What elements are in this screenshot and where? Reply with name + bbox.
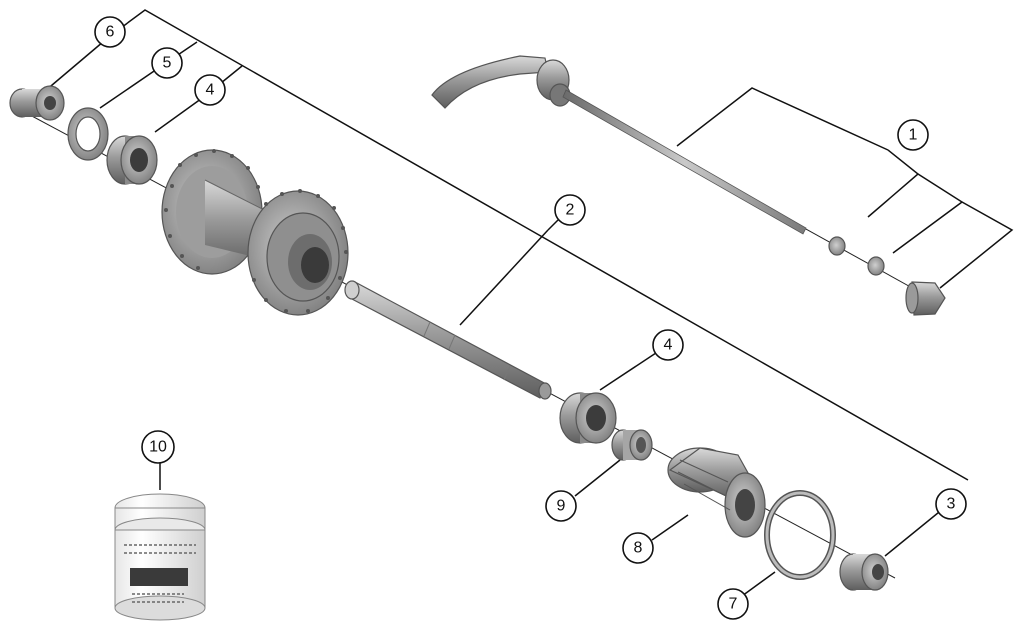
left-bearing [106, 135, 158, 185]
callout-3: 3 [935, 488, 967, 520]
svg-text:8: 8 [634, 540, 643, 557]
callout-10: 10 [141, 430, 175, 464]
callout-7: 7 [717, 588, 749, 620]
svg-text:7: 7 [729, 596, 738, 613]
quick-release-skewer [431, 55, 946, 316]
callout-4-lower: 4 [652, 329, 684, 361]
callout-1: 1 [897, 119, 929, 151]
svg-text:3: 3 [947, 496, 956, 513]
svg-text:10: 10 [149, 439, 167, 456]
hub-shell [161, 149, 349, 316]
freehub-body [667, 447, 766, 538]
svg-text:4: 4 [664, 337, 673, 354]
spacer [611, 429, 653, 461]
callout-6: 6 [94, 16, 126, 48]
svg-text:1: 1 [909, 127, 918, 144]
svg-text:5: 5 [163, 55, 172, 72]
callout-8: 8 [622, 532, 654, 564]
callout-5: 5 [151, 47, 183, 79]
callout-2: 2 [554, 194, 586, 226]
axle [344, 280, 552, 400]
svg-text:6: 6 [106, 24, 115, 41]
callout-9: 9 [545, 490, 577, 522]
callout-4-upper: 4 [194, 74, 226, 106]
grease-jar [114, 493, 206, 621]
svg-text:2: 2 [566, 202, 575, 219]
left-end-cap [9, 85, 65, 121]
svg-text:4: 4 [206, 82, 215, 99]
svg-text:9: 9 [557, 498, 566, 515]
right-end-cap [839, 553, 889, 591]
freehub-ring [764, 490, 836, 580]
right-bearing [559, 392, 617, 444]
left-seal-ring [67, 107, 109, 161]
